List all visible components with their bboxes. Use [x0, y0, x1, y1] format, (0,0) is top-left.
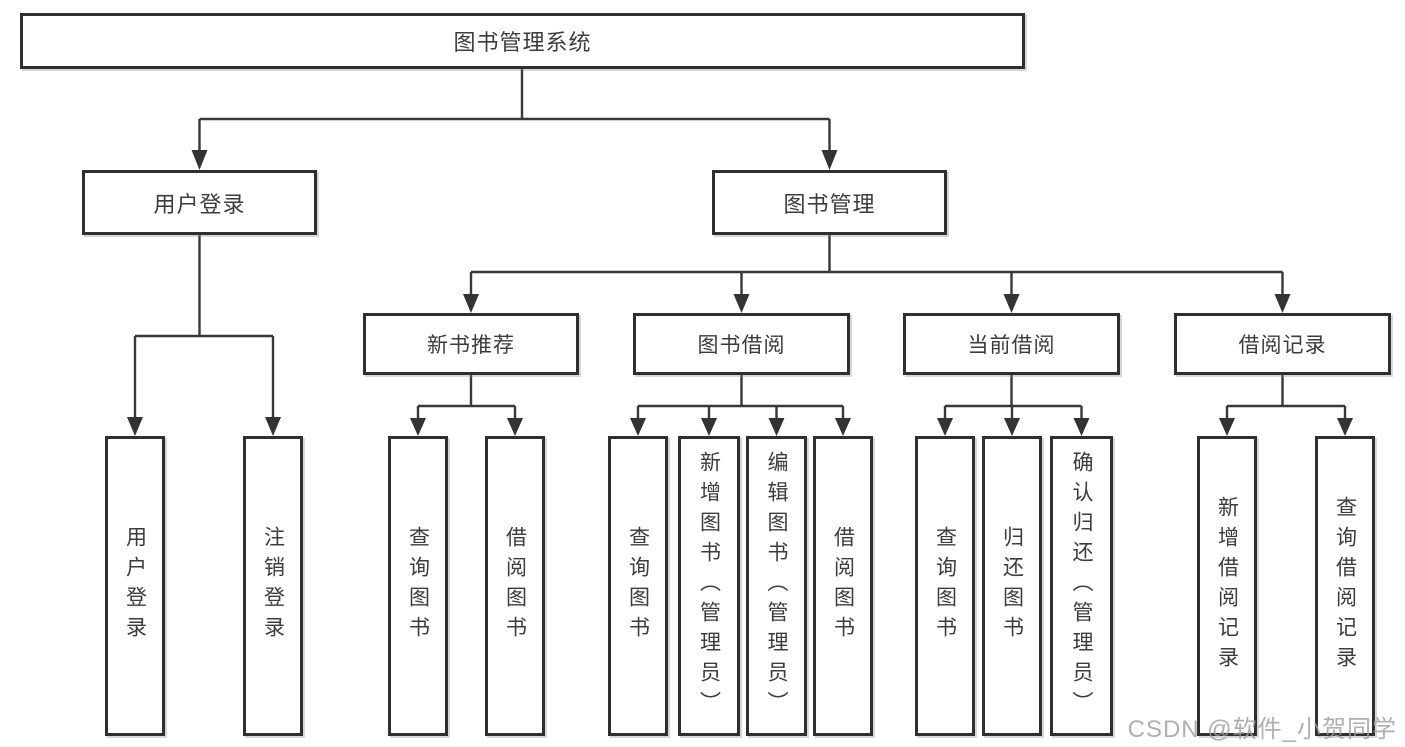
node-book-borrow: 图书借阅 — [633, 313, 850, 375]
leaf-records-query-record-label: 查询借阅记录 — [1333, 496, 1357, 676]
node-new-book-rec: 新书推荐 — [363, 313, 579, 375]
arrowhead — [821, 150, 838, 170]
leaf-records-add-record-label: 新增借阅记录 — [1215, 496, 1239, 676]
leaf-borrow-query-books: 查询图书 — [608, 436, 668, 736]
leaf-logout-label: 注销登录 — [261, 526, 285, 646]
node-root-label: 图书管理系统 — [453, 30, 592, 55]
leaf-current-confirm-return-admin: 确认归还（管理员） — [1050, 436, 1113, 736]
arrowhead — [1274, 294, 1291, 313]
arrowhead — [768, 418, 785, 436]
connector-current-borrow-branch — [937, 374, 1090, 436]
leaf-rec-query-books-label: 查询图书 — [406, 526, 430, 646]
arrowhead — [463, 294, 479, 313]
arrowhead — [1004, 418, 1020, 436]
csdn-watermark: CSDN @软件_小贺同学 — [1127, 716, 1397, 743]
connector-borrow-records-branch — [1219, 374, 1353, 436]
node-user-login: 用户登录 — [82, 170, 317, 235]
leaf-user-login: 用户登录 — [105, 436, 165, 736]
node-current-borrow-label: 当前借阅 — [967, 334, 1056, 357]
leaf-current-return-books-label: 归还图书 — [1000, 526, 1024, 646]
node-new-book-rec-label: 新书推荐 — [427, 334, 515, 357]
arrowhead — [701, 418, 717, 436]
leaf-borrow-edit-books-admin: 编辑图书（管理员） — [746, 436, 807, 736]
connector-root-to-level2 — [191, 66, 838, 170]
leaf-rec-borrow-books-label: 借阅图书 — [503, 526, 527, 646]
connector-book-borrow-branch — [630, 374, 851, 436]
leaf-rec-borrow-books: 借阅图书 — [485, 436, 545, 736]
arrowhead — [835, 418, 851, 436]
leaf-borrow-add-books-admin: 新增图书（管理员） — [678, 436, 740, 736]
arrowhead — [733, 294, 750, 313]
node-current-borrow: 当前借阅 — [903, 313, 1120, 375]
leaf-borrow-borrow-books: 借阅图书 — [813, 436, 873, 736]
node-root: 图书管理系统 — [20, 13, 1025, 69]
arrowhead — [410, 418, 426, 436]
node-user-login-label: 用户登录 — [153, 191, 246, 217]
leaf-current-query-books: 查询图书 — [915, 436, 975, 736]
node-borrow-records-label: 借阅记录 — [1238, 334, 1327, 357]
leaf-current-query-books-label: 查询图书 — [933, 526, 957, 646]
leaf-logout: 注销登录 — [243, 436, 303, 736]
arrowhead — [630, 418, 646, 436]
leaf-borrow-query-books-label: 查询图书 — [626, 526, 650, 646]
arrowhead — [191, 150, 208, 170]
node-borrow-records: 借阅记录 — [1174, 313, 1391, 375]
leaf-records-add-record: 新增借阅记录 — [1197, 436, 1257, 736]
leaf-rec-query-books: 查询图书 — [388, 436, 448, 736]
node-book-mgmt: 图书管理 — [712, 170, 947, 235]
arrowhead — [1073, 418, 1090, 436]
leaf-borrow-add-books-admin-label: 新增图书（管理员） — [697, 451, 721, 721]
arrowhead — [937, 418, 953, 436]
connector-new-book-rec-branch — [410, 374, 523, 436]
arrowhead — [127, 417, 143, 436]
arrowhead — [1003, 294, 1020, 313]
leaf-borrow-edit-books-admin-label: 编辑图书（管理员） — [765, 451, 788, 721]
leaf-user-login-label: 用户登录 — [123, 526, 147, 646]
leaf-borrow-borrow-books-label: 借阅图书 — [831, 526, 855, 646]
leaf-records-query-record: 查询借阅记录 — [1315, 436, 1375, 736]
node-book-borrow-label: 图书借阅 — [697, 334, 786, 357]
leaf-current-confirm-return-admin-label: 确认归还（管理员） — [1070, 451, 1093, 721]
arrowhead — [1337, 418, 1353, 436]
arrowhead — [1219, 418, 1235, 436]
connector-user-login-branch — [127, 234, 281, 436]
arrowhead — [507, 418, 523, 436]
connector-book-mgmt-branch — [463, 234, 1291, 313]
node-book-mgmt-label: 图书管理 — [783, 191, 876, 217]
leaf-current-return-books: 归还图书 — [982, 436, 1042, 736]
arrowhead — [265, 417, 281, 436]
